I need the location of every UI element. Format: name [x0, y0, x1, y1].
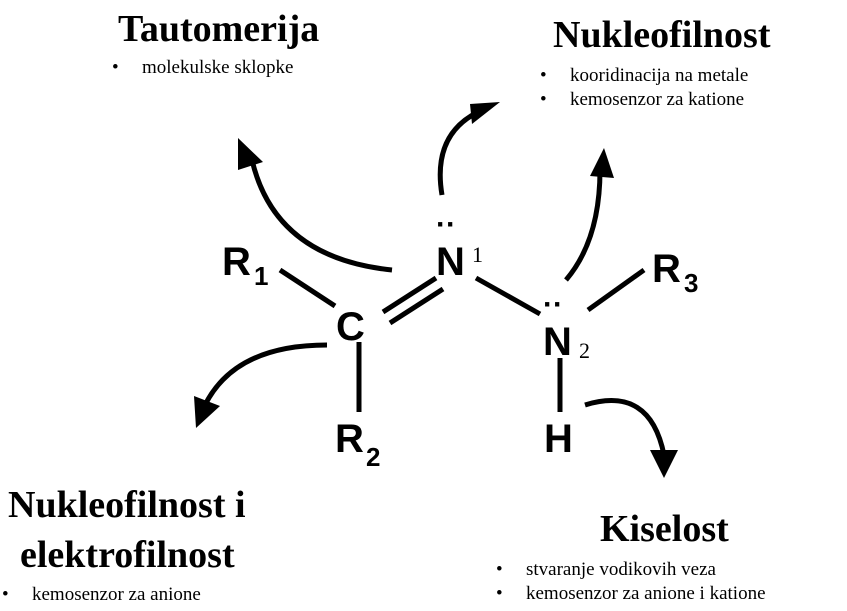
atom-r1-subscript: 1 [254, 261, 268, 291]
atom-c-label: C [336, 305, 365, 349]
kiselost-bullets: stvaranje vodikovih veza kemosenzor za a… [496, 558, 766, 606]
nukleofilnost-elektrofilnost-title-line2: elektrofilnost [20, 534, 235, 576]
arrowhead-icon [194, 396, 220, 428]
atom-n2-label: N [543, 320, 572, 364]
arrow-kiselost [584, 398, 667, 456]
arrowhead-icon [650, 450, 678, 478]
atom-h-label: H [544, 417, 573, 461]
bond-n2-r3 [586, 267, 646, 313]
bullet-item: kemosenzor za anione [2, 583, 201, 607]
bullet-item: kemosenzor za anione i katione [496, 582, 766, 606]
nukleofilnost-elektrofilnost-title-line1: Nukleofilnost i [8, 484, 246, 526]
arrowhead-icon [470, 102, 500, 124]
arrow-nukleofilnost-n2 [564, 169, 603, 282]
n1-lone-pair: ·· [436, 208, 456, 241]
atom-n1-label: N [436, 240, 465, 284]
atom-n1-subscript: 1 [472, 242, 483, 267]
bond-r1-c [278, 267, 337, 309]
kiselost-title: Kiselost [600, 508, 729, 550]
bullet-item: kemosenzor za katione [540, 88, 748, 112]
arrowhead-icon [238, 138, 263, 170]
atom-r3-subscript: 3 [684, 268, 698, 298]
nukleofilnost-elektrofilnost-bullets: kemosenzor za anione [2, 583, 201, 607]
bullet-item: stvaranje vodikovih veza [496, 558, 766, 582]
atom-r2-label: R [335, 417, 364, 461]
nukleofilnost-title: Nukleofilnost [553, 14, 771, 56]
bond-n1-n2 [474, 275, 542, 317]
arrowhead-icon [590, 148, 614, 178]
double-bond-c-n1-upper [381, 275, 438, 315]
nukleofilnost-bullets: kooridinacija na metale kemosenzor za ka… [540, 64, 748, 112]
atom-r2-subscript: 2 [366, 442, 380, 472]
tautomerija-bullets: molekulske sklopke [112, 56, 293, 80]
n2-lone-pair: ·· [543, 288, 563, 321]
arrow-tautomerija [249, 159, 393, 273]
arrow-nukleofilnost-n1 [437, 109, 480, 196]
tautomerija-title: Tautomerija [118, 8, 320, 50]
atom-r3-label: R [652, 247, 681, 291]
bullet-item: molekulske sklopke [112, 56, 293, 80]
bullet-item: kooridinacija na metale [540, 64, 748, 88]
arrow-elektrofilnost [202, 342, 328, 407]
atom-n2-subscript: 2 [579, 338, 590, 363]
atom-r1-label: R [222, 240, 251, 284]
double-bond-c-n1-lower [388, 286, 445, 326]
